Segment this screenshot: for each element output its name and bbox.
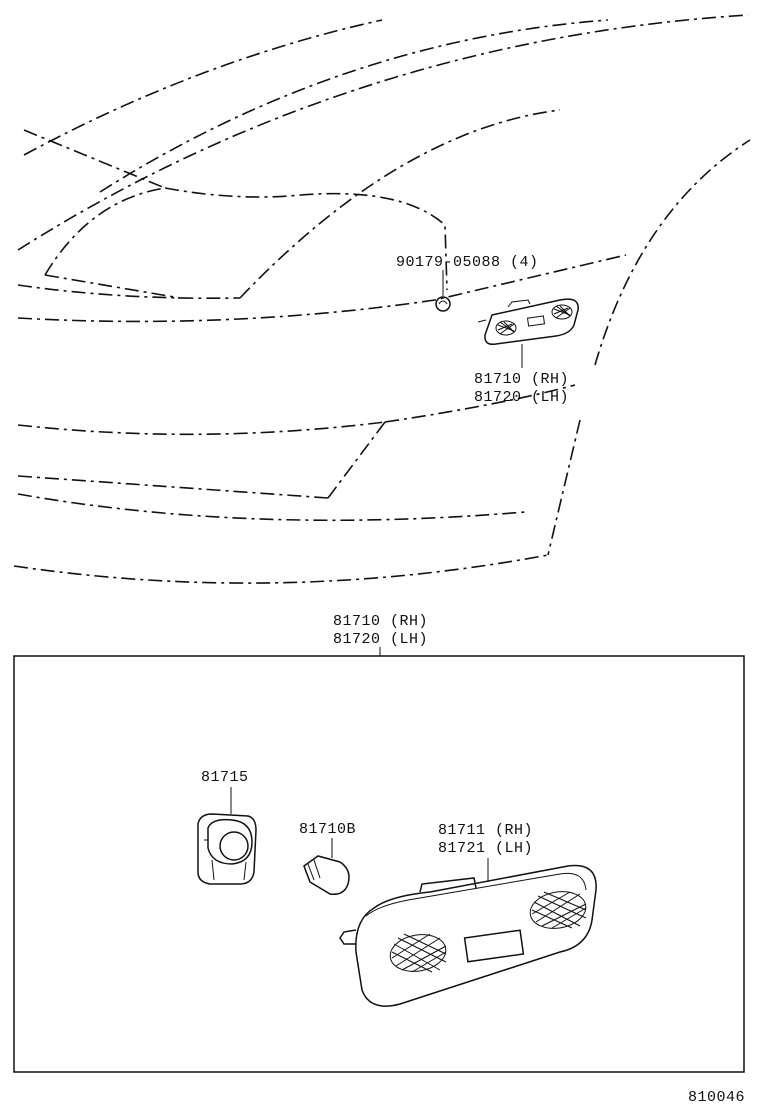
lens-mesh-right-icon xyxy=(529,891,587,929)
vehicle-body-outline xyxy=(13,14,751,584)
bulb-part-number: 81710B xyxy=(299,821,356,838)
side-marker-lamp-installed xyxy=(477,298,579,346)
socket-icon xyxy=(197,813,257,885)
lamp-part-number-lh: 81720 (LH) xyxy=(474,389,569,406)
lens-mesh-left-icon xyxy=(389,933,447,973)
bolt-part-number: 90179-05088 (4) xyxy=(396,254,539,271)
figure-number: 810046 xyxy=(688,1089,745,1106)
assembly-part-number-lh: 81720 (LH) xyxy=(333,631,428,648)
lens-part-number-rh: 81711 (RH) xyxy=(438,822,533,839)
socket-part-number: 81715 xyxy=(201,769,249,786)
assembly-frame xyxy=(13,655,745,1073)
assembly-part-number-rh: 81710 (RH) xyxy=(333,613,428,630)
bulb-icon xyxy=(303,855,350,896)
lens-part-number-lh: 81721 (LH) xyxy=(438,840,533,857)
bolt-icon xyxy=(435,296,451,312)
lens-icon xyxy=(339,864,597,1007)
lamp-part-number-rh: 81710 (RH) xyxy=(474,371,569,388)
